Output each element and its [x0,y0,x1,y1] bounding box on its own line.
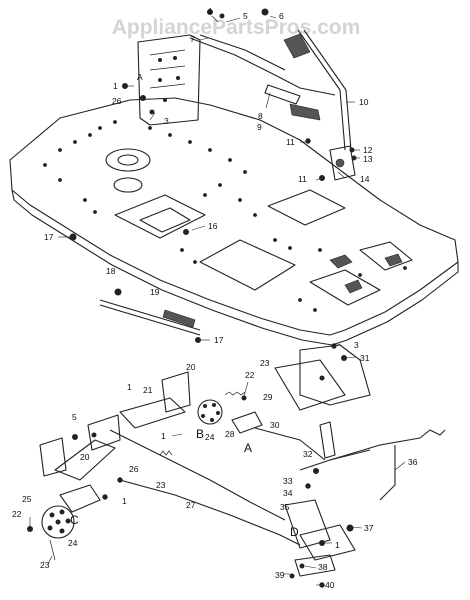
marker-a: A [244,441,252,455]
callout-6: 6 [279,11,284,21]
callout-38: 38 [318,562,328,572]
callout-4: 4 [207,6,212,16]
callout-1-d: 1 [122,496,127,506]
callouts: 4 5 6 7 1 26 3 8 9 10 11 12 13 14 11 16 … [12,6,418,590]
callout-36: 36 [408,457,418,467]
callout-23: 23 [260,358,270,368]
callout-1: 1 [113,81,118,91]
callout-40: 40 [325,580,335,590]
callout-3-lower: 3 [354,340,359,350]
callout-9: 9 [257,122,262,132]
callout-13: 13 [363,154,373,164]
callout-23-c: 23 [40,560,50,570]
callout-26-b: 26 [129,464,139,474]
callout-10: 10 [359,97,369,107]
callout-30: 30 [270,420,280,430]
lower-linkage [27,288,446,588]
callout-39: 39 [275,570,285,580]
callout-14: 14 [360,174,370,184]
frame-deck [9,97,459,346]
callout-22-b: 22 [12,509,22,519]
callout-31: 31 [360,353,370,363]
callout-5-b: 5 [72,412,77,422]
callout-12: 12 [363,145,373,155]
leader-lines [29,15,406,586]
callout-3: 3 [164,116,169,126]
callout-32: 32 [303,449,313,459]
callout-24: 24 [205,432,215,442]
callout-23-b: 23 [156,480,166,490]
callout-11-lower: 11 [298,174,307,184]
callout-27: 27 [186,500,196,510]
callout-33: 33 [283,476,293,486]
callout-5: 5 [243,11,248,21]
callout-17-lower: 17 [214,335,224,345]
callout-1-c: 1 [161,431,166,441]
callout-11: 11 [286,137,295,147]
watermark-text: AppliancePartsPros.com [112,16,361,39]
upper-lever-assembly [69,8,357,241]
callout-1-e: 1 [335,540,340,550]
callout-37: 37 [364,523,374,533]
marker-b: B [196,427,204,441]
marker-a-small: A [137,72,143,82]
callout-25: 25 [22,494,32,504]
callout-7: 7 [190,34,195,44]
callout-26: 26 [112,96,122,106]
callout-21: 21 [143,385,153,395]
callout-22: 22 [245,370,255,380]
callout-20: 20 [186,362,196,372]
callout-28: 28 [225,429,235,439]
callout-19: 19 [150,287,160,297]
marker-c: C [70,513,79,527]
callout-34: 34 [283,488,293,498]
callout-8: 8 [258,111,263,121]
callout-17: 17 [44,232,54,242]
callout-18: 18 [106,266,116,276]
callout-16: 16 [208,221,218,231]
letter-markers: B A C D A [70,72,299,539]
callout-24-b: 24 [68,538,78,548]
marker-d: D [290,525,299,539]
callout-35: 35 [280,502,290,512]
callout-1-b: 1 [127,382,132,392]
callout-29: 29 [263,392,273,402]
callout-20-b: 20 [80,452,90,462]
